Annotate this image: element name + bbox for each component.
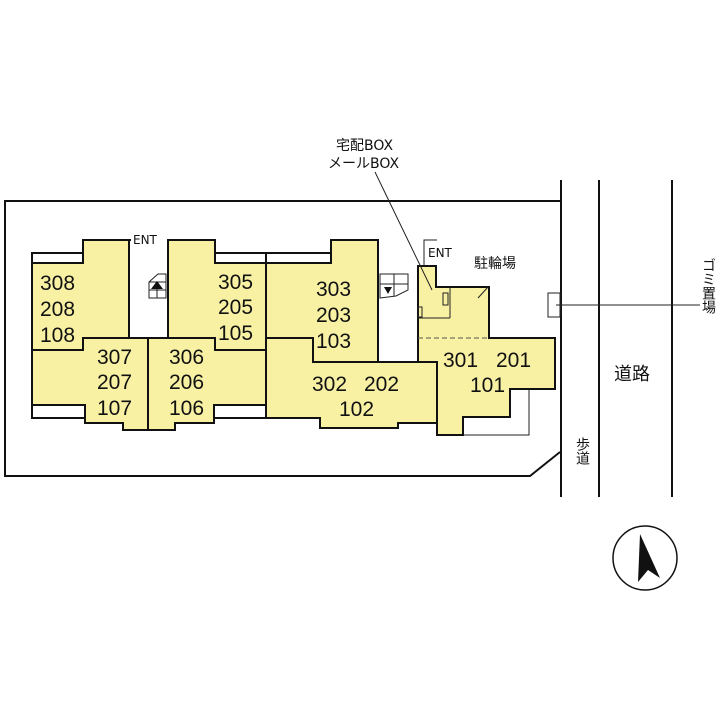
unit-block-301 — [417, 265, 556, 436]
svg-text:102: 102 — [339, 398, 374, 421]
mail-box-label: メールBOX — [328, 156, 399, 172]
garbage-label: ゴミ置場 — [700, 258, 716, 314]
stair-up-icon — [148, 273, 167, 299]
svg-text:106: 106 — [169, 397, 204, 420]
unit-divider — [168, 337, 266, 351]
balcony — [213, 404, 267, 419]
svg-text:105: 105 — [218, 322, 253, 345]
unit-divider — [266, 337, 378, 363]
svg-text:302: 302 — [312, 373, 347, 396]
svg-text:308: 308 — [40, 272, 75, 295]
svg-text:306: 306 — [169, 346, 204, 369]
svg-text:206: 206 — [169, 371, 204, 394]
balcony — [31, 252, 84, 264]
svg-text:208: 208 — [40, 298, 75, 321]
leader-line — [374, 171, 433, 291]
svg-text:301: 301 — [443, 349, 478, 372]
ent-right-label: ENT — [428, 246, 453, 260]
svg-text:205: 205 — [218, 296, 253, 319]
svg-text:202: 202 — [364, 373, 399, 396]
stair-down-icon — [379, 273, 409, 299]
svg-text:307: 307 — [97, 346, 132, 369]
svg-text:103: 103 — [316, 330, 351, 353]
balcony — [265, 252, 332, 264]
svg-text:305: 305 — [218, 271, 253, 294]
svg-text:203: 203 — [316, 304, 351, 327]
svg-text:201: 201 — [496, 349, 531, 372]
bicycle-parking-label: 駐輪場 — [474, 255, 516, 272]
sidewalk-label: 歩道 — [574, 437, 590, 466]
svg-text:207: 207 — [97, 371, 132, 394]
leader-line — [477, 286, 489, 299]
unit-divider — [32, 337, 129, 351]
unit-303: 303 203 103 — [316, 278, 351, 353]
delivery-box-label: 宅配BOX — [336, 138, 393, 154]
ent-left-label: ENT — [133, 233, 158, 247]
ent-line — [423, 239, 437, 266]
svg-text:101: 101 — [470, 374, 505, 397]
balcony — [214, 252, 267, 264]
svg-text:303: 303 — [316, 278, 351, 301]
delivery-box-icon — [442, 292, 449, 306]
road-label: 道路 — [614, 364, 650, 385]
balcony — [31, 404, 86, 419]
svg-text:107: 107 — [97, 397, 132, 420]
svg-text:108: 108 — [40, 324, 75, 347]
unit-308: 308 208 108 — [40, 272, 75, 347]
outdoor-area — [463, 389, 530, 436]
north-arrow-icon — [612, 525, 678, 591]
mail-box-icon — [417, 306, 423, 318]
site-boundary — [4, 200, 561, 477]
